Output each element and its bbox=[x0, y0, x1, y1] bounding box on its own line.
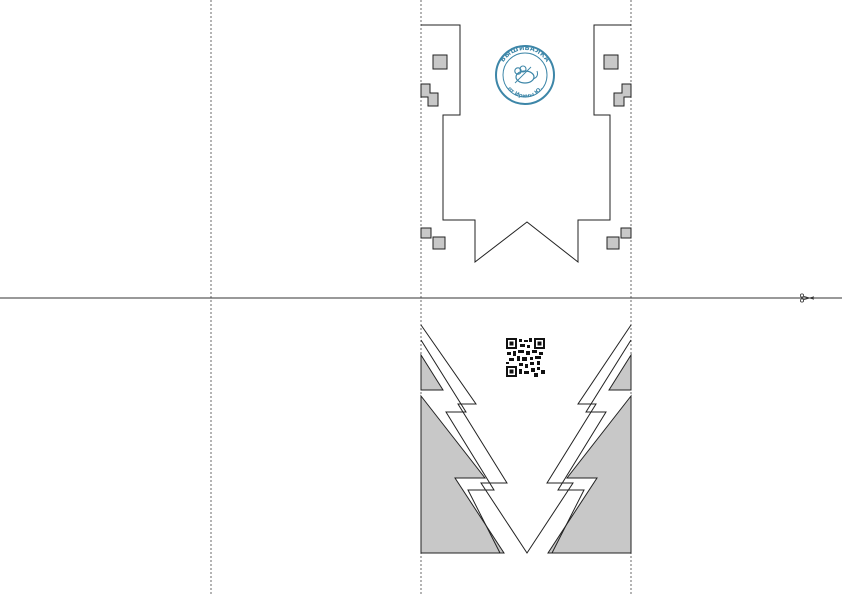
bottom-panel bbox=[420, 324, 632, 554]
shade-left-large bbox=[420, 394, 505, 554]
scissors-icon bbox=[800, 293, 815, 303]
mouse-logo-icon: ВЫШИВАЛКА от Ирины Ю. bbox=[495, 44, 555, 105]
top-left-border bbox=[421, 24, 631, 264]
tile-left-upper bbox=[432, 54, 448, 70]
shade-left bbox=[420, 353, 444, 391]
zigzag-inner-left bbox=[420, 339, 501, 554]
zigzag-inner-right bbox=[551, 339, 632, 554]
top-panel: ВЫШИВАЛКА от Ирины Ю. bbox=[420, 24, 632, 264]
shade-right-large bbox=[547, 394, 632, 554]
tile-right-step-lower bbox=[620, 227, 632, 239]
zigzag-outline bbox=[420, 324, 632, 554]
shade-right bbox=[608, 353, 632, 391]
qr-code-icon bbox=[506, 338, 545, 377]
tile-right-lower bbox=[606, 236, 620, 250]
tile-left-step-lower bbox=[420, 227, 432, 239]
tile-right-upper bbox=[603, 54, 619, 70]
tile-right-step-upper bbox=[613, 83, 632, 107]
tile-left-lower bbox=[432, 236, 446, 250]
tile-left-step-upper bbox=[420, 83, 439, 107]
